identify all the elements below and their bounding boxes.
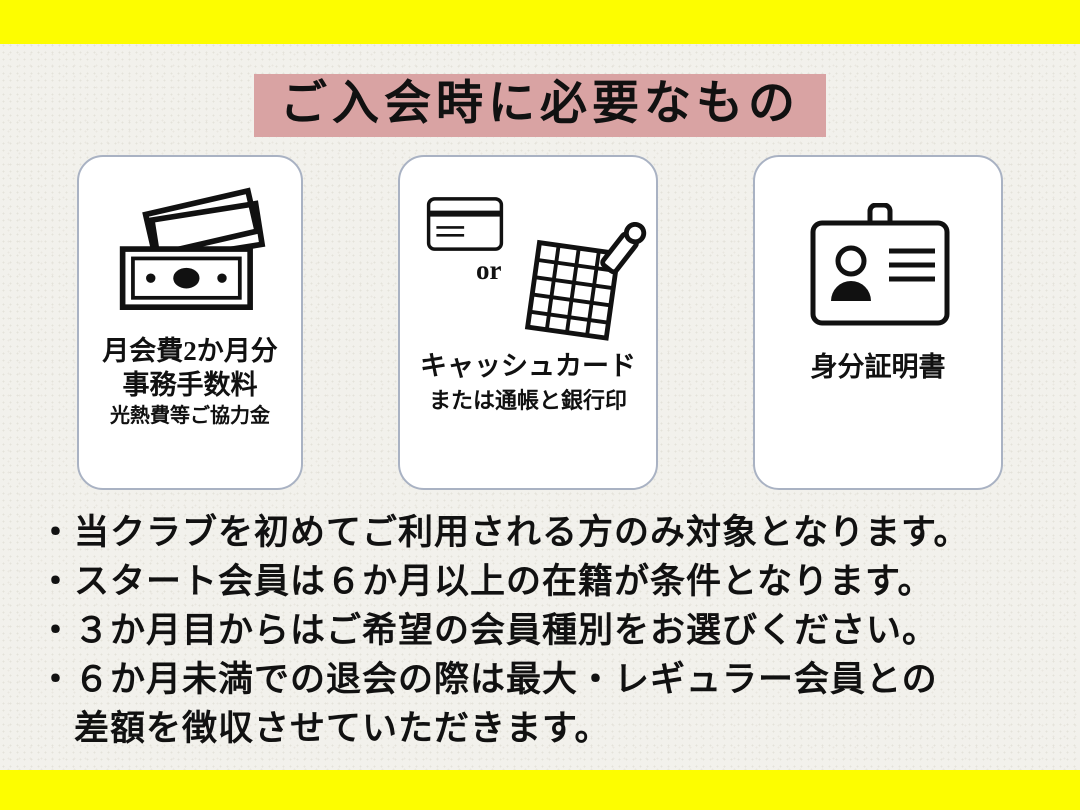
id-card-icon — [807, 203, 953, 335]
bottom-yellow-bar — [0, 770, 1080, 810]
note-line-continuation: 差額を徴収させていただきます。 — [74, 709, 611, 748]
notes-list: ・当クラブを初めてご利用される方のみ対象となります。 ・スタート会員は６か月以上… — [38, 508, 1048, 753]
page-title: ご入会時に必要なもの — [254, 74, 826, 138]
title-band: ご入会時に必要なもの — [0, 74, 1080, 138]
card-caption: 身分証明書 — [755, 350, 1001, 384]
note-line: ・３か月目からはご希望の会員種別をお選びください。 — [38, 611, 939, 650]
card-text-line: キャッシュカード — [420, 351, 636, 381]
or-label: or — [476, 255, 502, 285]
note-line: ・スタート会員は６か月以上の在籍が条件となります。 — [38, 562, 934, 601]
card-text-line: 身分証明書 — [810, 352, 946, 382]
card-text-line: または通帳と銀行印 — [428, 388, 627, 413]
note-line: ・当クラブを初めてご利用される方のみ対象となります。 — [38, 513, 970, 552]
card-monthly-fees: 月会費2か月分 事務手数料 光熱費等ご協力金 — [77, 155, 303, 490]
card-identification: 身分証明書 — [753, 155, 1003, 490]
banknotes-icon — [117, 185, 267, 330]
card-text-line: 事務手数料 — [122, 370, 258, 400]
card-caption: キャッシュカード または通帳と銀行印 — [400, 349, 656, 416]
note-line: ・６か月未満での退会の際は最大・レギュラー会員との — [38, 660, 938, 699]
requirement-cards: 月会費2か月分 事務手数料 光熱費等ご協力金 or — [0, 155, 1080, 490]
passbook-and-seal-icon — [522, 219, 648, 341]
credit-card-icon — [426, 195, 504, 253]
card-caption: 月会費2か月分 事務手数料 光熱費等ご協力金 — [79, 334, 301, 430]
card-text-line: 月会費2か月分 — [102, 336, 278, 366]
top-yellow-bar — [0, 0, 1080, 44]
card-text-line: 光熱費等ご協力金 — [110, 405, 270, 427]
card-bank-items: or — [398, 155, 658, 490]
